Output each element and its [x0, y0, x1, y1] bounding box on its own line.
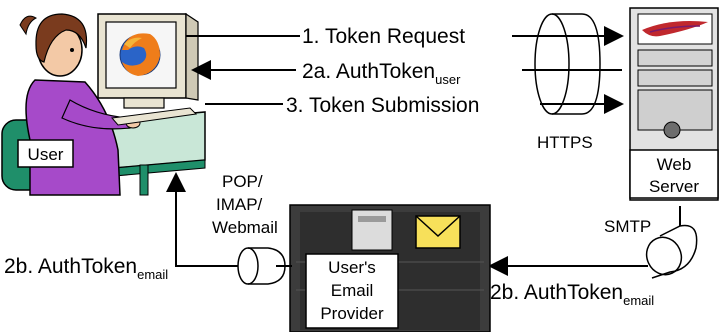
authtoken-user-main: 2a. AuthToken: [302, 60, 435, 83]
token-submission-label: 3. Token Submission: [286, 94, 479, 117]
authtoken-email-right-label: 2b. AuthTokenemail: [490, 281, 654, 308]
authtoken-user-sub: user: [435, 72, 461, 87]
user-node: User: [17, 139, 74, 168]
provider-label-3: Provider: [320, 304, 384, 323]
smtp-tunnel-icon: [645, 224, 698, 279]
authtoken-email-right-main: 2b. AuthToken: [490, 281, 623, 304]
authtoken-email-left-label: 2b. AuthTokenemail: [4, 255, 168, 282]
user-label: User: [28, 145, 64, 164]
monitor-icon: [97, 12, 199, 109]
token-request-label: 1. Token Request: [302, 25, 465, 48]
web-server-label-2: Server: [649, 177, 699, 196]
apache-feather-icon: [642, 21, 708, 37]
authtoken-email-left-main: 2b. AuthToken: [4, 255, 137, 278]
user-icon: [1, 13, 206, 196]
pop-label-1: POP/: [222, 172, 263, 191]
arrow-authtoken-email-left: [166, 172, 238, 267]
authtoken-email-left-sub: email: [137, 267, 168, 282]
pop-label-3: Webmail: [212, 218, 278, 237]
provider-label-1: User's: [328, 258, 376, 277]
web-server-node: Web Server: [629, 149, 719, 199]
web-server-label-1: Web: [657, 155, 692, 174]
firefox-logo-icon: [119, 33, 161, 76]
https-tunnel-icon: [534, 13, 601, 115]
authtoken-email-right-sub: email: [623, 293, 654, 308]
authtoken-user-label: 2a. AuthTokenuser: [302, 60, 461, 87]
email-provider-node: User's Email Provider: [305, 253, 399, 329]
pop-label-2: IMAP/: [216, 195, 263, 214]
https-label: HTTPS: [537, 133, 593, 152]
envelope-icon: [415, 215, 461, 249]
provider-label-2: Email: [331, 281, 374, 300]
smtp-label: SMTP: [604, 217, 651, 236]
